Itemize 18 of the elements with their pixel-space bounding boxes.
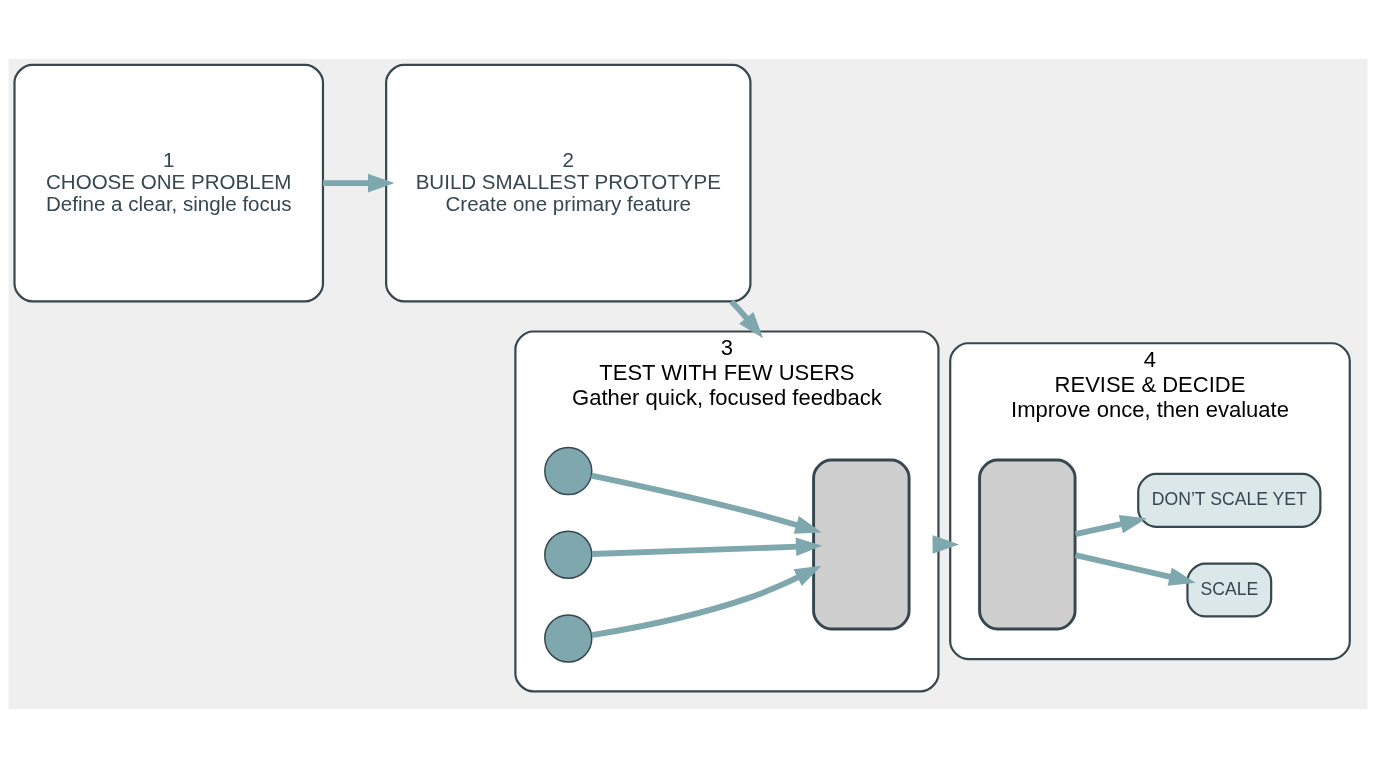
node-person <box>544 614 593 663</box>
node-person <box>544 446 593 496</box>
node-box: DON’T SCALE YET <box>1137 472 1322 528</box>
arrow <box>729 299 764 339</box>
arrow <box>591 565 822 638</box>
node-box: 2 BUILD SMALLEST PROTOTYPE Create one primary feature <box>385 63 752 303</box>
arrow <box>1074 552 1196 586</box>
arrow <box>322 173 395 193</box>
arrow <box>932 535 960 554</box>
node-box: 1 CHOOSE ONE PROBLEM Define a clear, single focus <box>13 63 325 303</box>
node-phone <box>978 458 1077 631</box>
arrow <box>591 537 823 557</box>
node-phone <box>812 458 911 631</box>
arrow <box>1074 515 1147 538</box>
cluster: 3 TEST WITH FEW USERS Gather quick, focused feedback <box>514 330 940 693</box>
arrow <box>590 472 822 534</box>
node-box: SCALE <box>1186 562 1273 618</box>
node-person <box>544 530 593 579</box>
